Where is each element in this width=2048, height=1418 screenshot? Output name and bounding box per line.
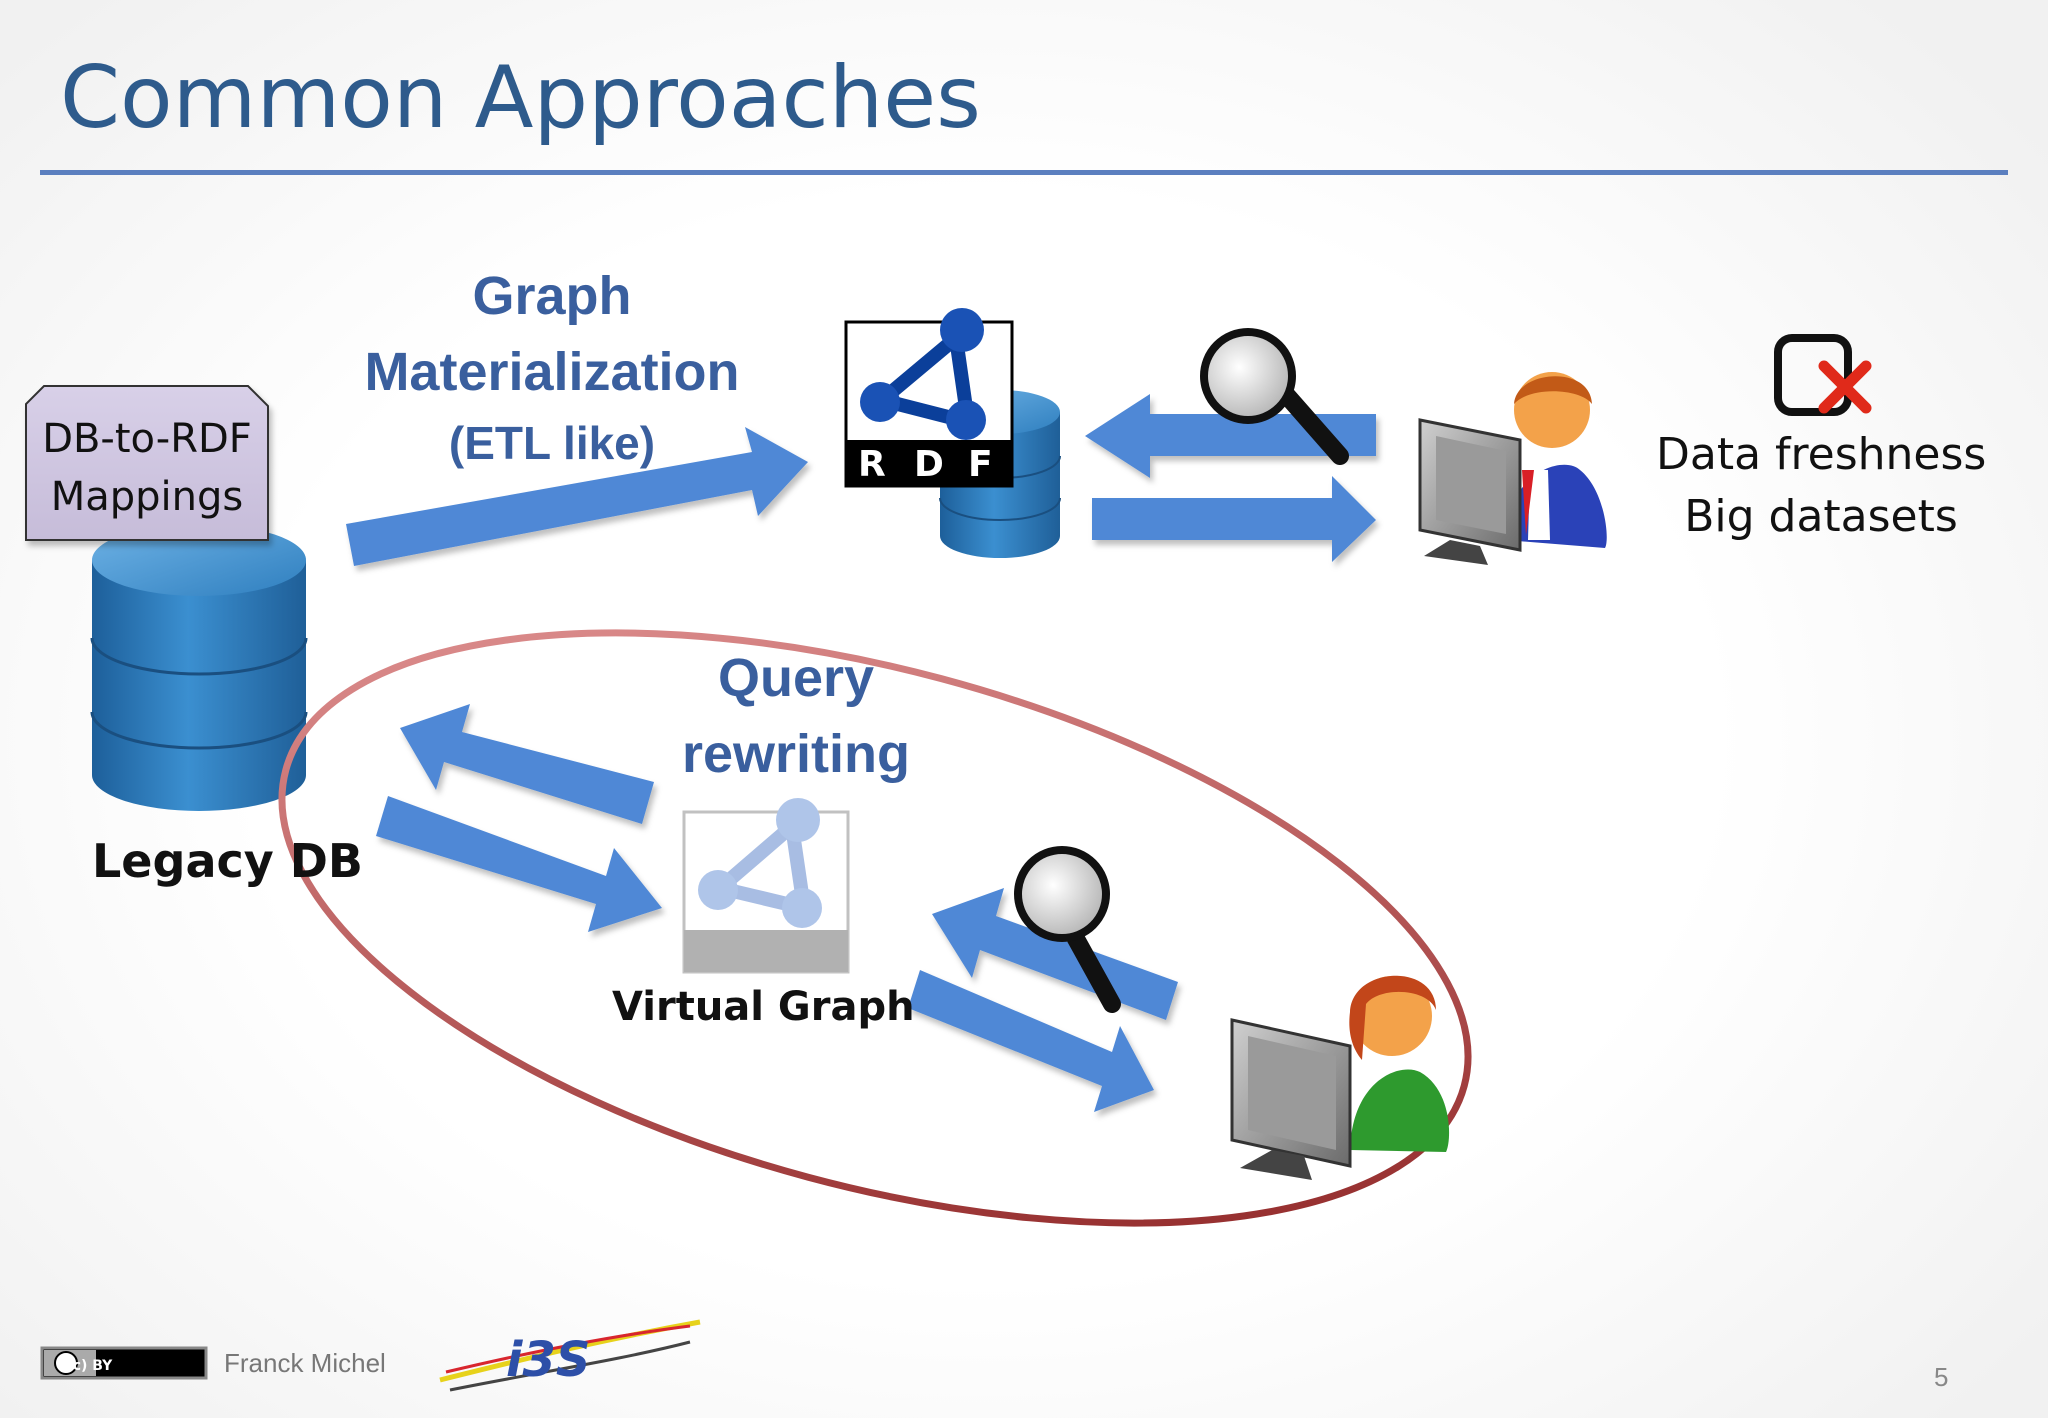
footer-author: Franck Michel — [224, 1348, 386, 1378]
mapping-note-text: DB-to-RDF Mappings — [26, 410, 268, 526]
magnifier-icon — [1200, 328, 1349, 465]
i3s-logo-text: i3S — [506, 1332, 590, 1388]
mapping-line-1: DB-to-RDF — [42, 416, 252, 462]
drawback-freshness: Data freshness — [1656, 429, 1987, 480]
rdf-letter-d: D — [914, 444, 944, 485]
page-number: 5 — [1934, 1362, 1949, 1392]
title-rule — [40, 170, 2008, 175]
materialization-line-2: Materialization — [364, 342, 740, 402]
rewriting-arrow-left — [400, 704, 654, 824]
user-computer-icon-bottom — [1230, 975, 1450, 1180]
materialization-line-1: Graph — [472, 266, 632, 326]
slide-title: Common Approaches — [60, 48, 981, 148]
mapping-note-shape — [25, 385, 269, 541]
virtual-query-arrow — [932, 888, 1178, 1020]
cc-license-text: (cc) BY — [58, 1358, 113, 1374]
result-arrow-right — [1092, 476, 1376, 562]
materialization-arrow — [346, 427, 808, 566]
materialization-label: Graph Materialization (ETL like) — [352, 258, 752, 476]
virtual-result-arrow — [908, 970, 1154, 1112]
rdf-letter-f: F — [968, 444, 993, 485]
rdf-letter-r: R — [858, 444, 886, 485]
legacy-database-icon — [90, 524, 308, 811]
query-rewriting-label: Query rewriting — [636, 640, 956, 792]
rdf-logo-icon — [844, 308, 1014, 488]
drawback-big-datasets: Big datasets — [1684, 491, 1958, 542]
magnifier-icon-bottom — [1014, 846, 1121, 1013]
materialization-line-3: (ETL like) — [448, 417, 656, 469]
cross-icon — [1774, 334, 1872, 416]
legacy-db-label: Legacy DB — [92, 834, 363, 888]
user-computer-icon — [1418, 372, 1607, 565]
virtual-rdf-logo-icon — [682, 798, 850, 974]
drawbacks-text: Data freshness Big datasets — [1656, 424, 1986, 548]
rewriting-arrow-right — [376, 796, 662, 932]
virtual-graph-label: Virtual Graph — [612, 984, 915, 1030]
rewriting-line-1: Query — [717, 648, 875, 708]
mapping-line-2: Mappings — [50, 474, 244, 520]
rewriting-line-2: rewriting — [681, 724, 911, 784]
i3s-logo-icon — [439, 1319, 701, 1392]
cc-license-icon — [40, 1346, 208, 1380]
virtual-approach-ellipse — [278, 629, 1472, 1227]
